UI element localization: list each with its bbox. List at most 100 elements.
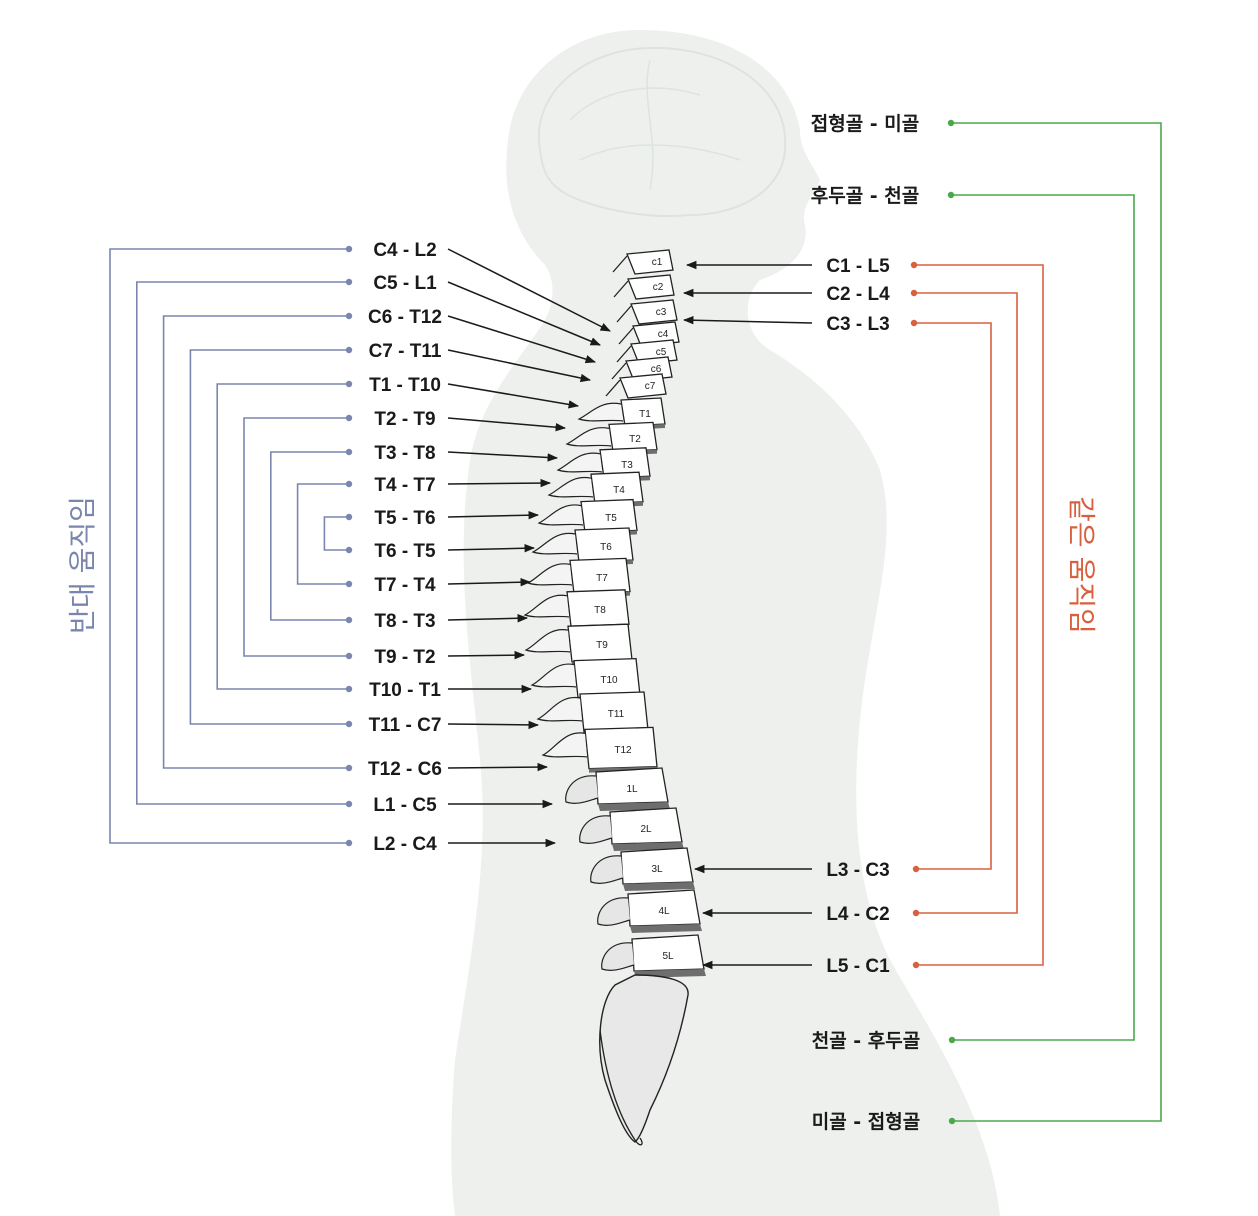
svg-text:T1: T1 — [639, 409, 651, 420]
pair-left-2: C5 - L1 — [345, 273, 601, 346]
bracket-opposite-2 — [136, 281, 349, 805]
pair-labels: C4 - L2 C5 - L1 C6 - T12 C7 - T11 T1 - T10T2… — [345, 113, 956, 1133]
svg-text:T4: T4 — [613, 485, 625, 496]
vertebra-c7: c7 — [605, 373, 667, 399]
pair-left-11: T7 - T4 — [345, 575, 532, 596]
svg-text:T11 - C7: T11 - C7 — [369, 715, 442, 736]
svg-text:1L: 1L — [626, 784, 638, 795]
svg-text:T10 - T1: T10 - T1 — [369, 680, 441, 701]
svg-text:C4 - L2: C4 - L2 — [373, 240, 436, 261]
pair-left-13: T9 - T2 — [345, 647, 526, 668]
svg-text:T8: T8 — [594, 605, 606, 616]
vertebra-c2: c2 — [613, 274, 675, 300]
svg-text:L5 - C1: L5 - C1 — [826, 956, 890, 977]
pair-right-upper-1: C1 - L5 — [685, 256, 918, 277]
bracket-opposite-7 — [270, 451, 349, 621]
pair-left-8: T4 - T7 — [345, 475, 552, 496]
svg-text:C7 - T11: C7 - T11 — [369, 341, 442, 362]
svg-text:C5 - L1: C5 - L1 — [373, 273, 437, 294]
svg-text:L4 - C2: L4 - C2 — [826, 904, 889, 925]
vertebra-T8: T8 — [523, 589, 630, 631]
bracket-cranial-2 — [951, 194, 1135, 1041]
bracket-opposite-3 — [162, 315, 349, 769]
svg-text:c4: c4 — [658, 329, 669, 340]
pair-left-15: T11 - C7 — [345, 715, 540, 736]
svg-text:T4 - T7: T4 - T7 — [374, 475, 435, 496]
svg-text:c2: c2 — [653, 282, 664, 293]
opposite-movement-label: 반대 움직임 — [66, 496, 99, 634]
svg-text:T7 - T4: T7 - T4 — [374, 575, 436, 596]
svg-text:5L: 5L — [662, 951, 674, 962]
pair-right-upper-3: C3 - L3 — [682, 314, 918, 335]
svg-text:L1 - C5: L1 - C5 — [373, 795, 437, 816]
vertebra-T2: T2 — [565, 421, 658, 456]
bracket-opposite-9 — [323, 516, 349, 551]
bracket-opposite-6 — [243, 417, 349, 657]
bracket-opposite-1 — [109, 248, 349, 844]
bracket-opposite-8 — [296, 483, 349, 585]
svg-text:C2 - L4: C2 - L4 — [826, 284, 890, 305]
svg-text:C3 - L3: C3 - L3 — [826, 314, 889, 335]
svg-text:T5: T5 — [605, 513, 617, 524]
pair-left-4: C7 - T11 — [345, 341, 592, 383]
pair-left-14: T10 - T1 — [345, 680, 533, 701]
svg-text:T5 - T6: T5 - T6 — [374, 508, 435, 529]
bracket-opposite-4 — [189, 349, 349, 725]
pair-right-lower-2: L4 - C2 — [701, 904, 920, 925]
pair-left-10: T6 - T5 — [345, 541, 536, 562]
svg-text:T1 - T10: T1 - T10 — [369, 375, 441, 396]
svg-text:미골 - 접형골: 미골 - 접형골 — [812, 1111, 921, 1133]
pair-left-7: T3 - T8 — [345, 443, 559, 464]
pair-right-lower-3: L5 - C1 — [701, 956, 920, 977]
svg-text:C6 - T12: C6 - T12 — [368, 307, 442, 328]
pair-right-lower-1: L3 - C3 — [693, 860, 920, 881]
same-movement-label: 같은 움직임 — [1065, 496, 1098, 634]
svg-text:c7: c7 — [645, 381, 656, 392]
svg-text:c6: c6 — [651, 364, 662, 375]
pair-cranial-lower-1: 천골 - 후두골 — [812, 1030, 956, 1052]
sacrum — [599, 974, 689, 1143]
bracket-cranial-1 — [951, 122, 1162, 1122]
pair-left-9: T5 - T6 — [345, 508, 540, 529]
svg-text:T6 - T5: T6 - T5 — [374, 541, 436, 562]
pair-left-12: T8 - T3 — [345, 611, 529, 632]
svg-text:L2 - C4: L2 - C4 — [373, 834, 437, 855]
body-silhouette — [451, 30, 1000, 1216]
svg-text:천골 - 후두골: 천골 - 후두골 — [812, 1030, 921, 1052]
pair-cranial-lower-2: 미골 - 접형골 — [812, 1111, 956, 1133]
spine: c1c2c3c4c5c6c7T1T2T3T4T5T6T7T8T9T10T11T1… — [523, 249, 706, 1146]
pair-cranial-upper-1: 접형골 - 미골 — [811, 113, 955, 135]
svg-text:c1: c1 — [652, 257, 663, 268]
svg-text:T12 - C6: T12 - C6 — [368, 759, 442, 780]
vertebra-1L: 1L — [565, 767, 670, 811]
pair-left-3: C6 - T12 — [345, 307, 597, 364]
svg-text:T2: T2 — [629, 434, 641, 445]
svg-text:T3 - T8: T3 - T8 — [374, 443, 435, 464]
vertebra-3L: 3L — [590, 847, 695, 891]
svg-text:c5: c5 — [656, 347, 667, 358]
vertebra-4L: 4L — [597, 889, 702, 933]
svg-text:4L: 4L — [658, 906, 670, 917]
bracket-opposite-5 — [216, 383, 349, 690]
bracket-same-2 — [914, 292, 1018, 914]
svg-text:후두골 - 천골: 후두골 - 천골 — [811, 185, 920, 207]
pair-cranial-upper-2: 후두골 - 천골 — [811, 185, 955, 207]
pair-left-18: L2 - C4 — [345, 834, 557, 855]
svg-text:L3 - C3: L3 - C3 — [826, 860, 889, 881]
svg-text:T2 - T9: T2 - T9 — [374, 409, 435, 430]
svg-text:T11: T11 — [608, 709, 625, 720]
svg-text:T3: T3 — [621, 460, 633, 471]
svg-text:2L: 2L — [640, 824, 652, 835]
pair-left-16: T12 - C6 — [345, 759, 549, 780]
vertebra-T11: T11 — [536, 691, 649, 736]
svg-text:T6: T6 — [600, 542, 612, 553]
svg-text:T9 - T2: T9 - T2 — [374, 647, 435, 668]
pair-left-6: T2 - T9 — [345, 409, 567, 432]
svg-text:T12: T12 — [614, 745, 632, 756]
svg-text:c3: c3 — [656, 307, 667, 318]
vertebra-c3: c3 — [616, 299, 678, 325]
vertebra-T4: T4 — [547, 471, 644, 508]
pair-left-17: L1 - C5 — [345, 795, 554, 816]
coccyx — [599, 1029, 643, 1146]
